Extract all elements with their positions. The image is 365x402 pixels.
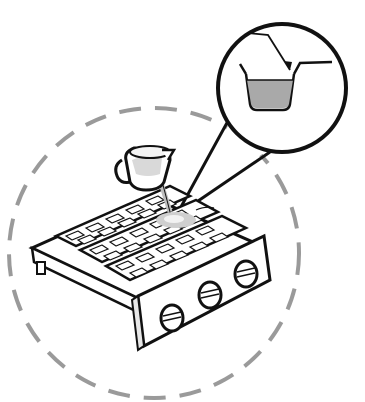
- ice-tray: [32, 186, 270, 350]
- knob-icon: [161, 305, 183, 331]
- knob-icon: [235, 261, 257, 287]
- inset-magnifier: [218, 24, 346, 152]
- pitcher-icon: [116, 146, 174, 190]
- knob-icon: [199, 282, 221, 308]
